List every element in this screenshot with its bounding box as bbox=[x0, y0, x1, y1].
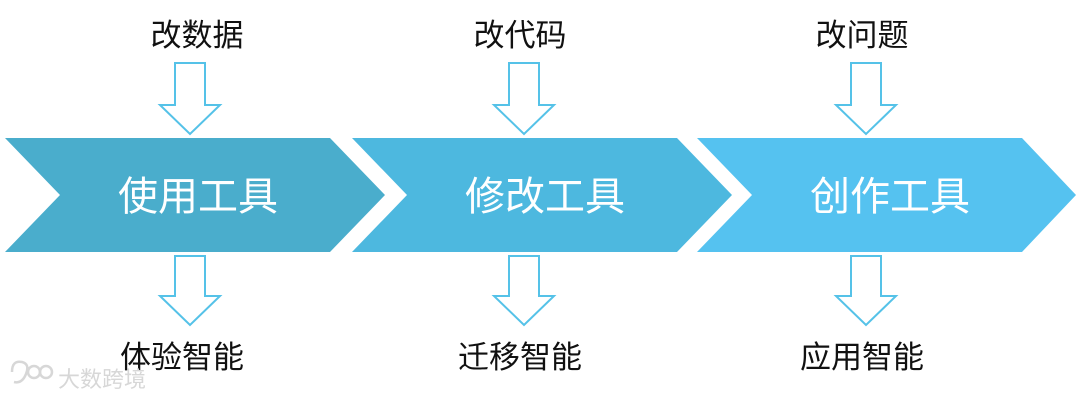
stage-2-tool-label: 修改工具 bbox=[465, 174, 625, 220]
watermark: 大数跨境 bbox=[10, 360, 146, 393]
stage-1: 改数据 使用工具 体验智能 bbox=[5, 18, 385, 376]
stage-3-tool-label: 创作工具 bbox=[810, 174, 970, 220]
down-arrow-output-3 bbox=[833, 255, 899, 327]
stage-2-output-label: 迁移智能 bbox=[458, 340, 582, 376]
stage-3-output-label: 应用智能 bbox=[800, 340, 924, 376]
down-arrow-output-2 bbox=[491, 255, 557, 327]
stage-3: 改问题 创作工具 应用智能 bbox=[697, 18, 1076, 376]
stage-2-input-label: 改代码 bbox=[474, 18, 567, 54]
watermark-logo-icon bbox=[10, 360, 54, 384]
stage-3-input-label: 改问题 bbox=[816, 18, 909, 54]
stage-1-input-label: 改数据 bbox=[151, 18, 244, 54]
down-arrow-input-1 bbox=[157, 62, 223, 136]
chevron-stage-1 bbox=[5, 138, 385, 252]
stage-1-output-label: 体验智能 bbox=[120, 340, 244, 376]
down-arrow-input-3 bbox=[833, 62, 899, 136]
chevron-stage-2 bbox=[352, 138, 732, 252]
stage-2: 改代码 修改工具 迁移智能 bbox=[352, 18, 732, 376]
chevron-stage-3 bbox=[697, 138, 1076, 252]
down-arrow-output-1 bbox=[157, 255, 223, 327]
down-arrow-input-2 bbox=[491, 62, 557, 136]
watermark-text: 大数跨境 bbox=[58, 368, 146, 393]
stage-1-tool-label: 使用工具 bbox=[118, 174, 278, 220]
